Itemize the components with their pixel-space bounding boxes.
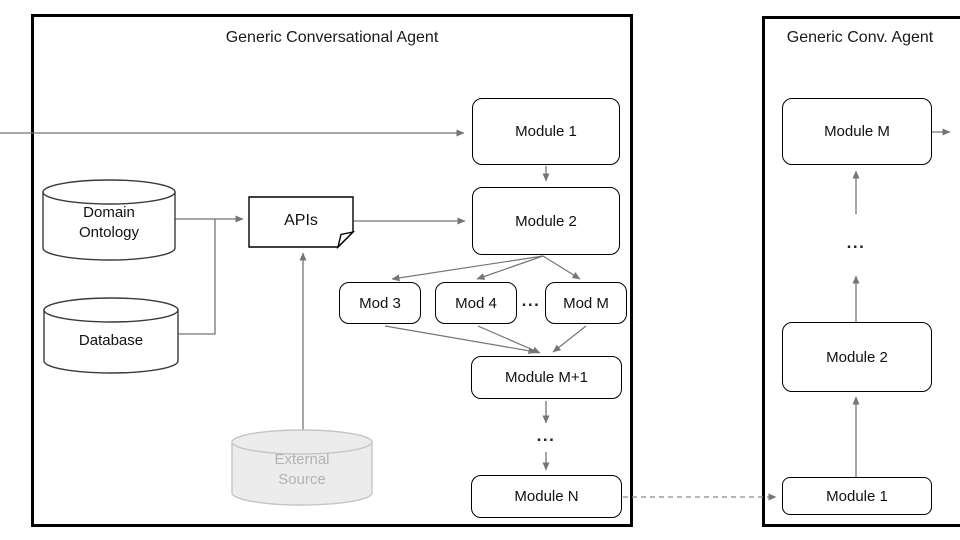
arrow-module2-to-mod3 (391, 255, 544, 282)
ellipsis-right-flow: ... (846, 233, 866, 252)
generic-conv-agent-panel (762, 16, 960, 527)
line-database-elbow (178, 219, 216, 335)
node-mod-3: Mod 3 (339, 282, 421, 324)
node-module-1: Module 1 (472, 98, 620, 165)
node-right-module-m: Module M (782, 98, 932, 165)
domain-ontology-cylinder-icon (42, 179, 176, 261)
arrow-module2-to-mod4 (476, 255, 544, 280)
database-cylinder-icon (43, 297, 179, 374)
generic-conversational-agent-panel (31, 14, 633, 527)
node-right-module-2: Module 2 (782, 322, 932, 392)
node-mod-m: Mod M (545, 282, 627, 324)
arrow-mod3-to-moduleM1 (384, 325, 537, 355)
arrow-modM-to-moduleM1 (552, 325, 587, 353)
domain-ontology-label: Domain Ontology (78, 204, 140, 241)
node-module-2: Module 2 (472, 187, 620, 255)
node-right-module-1: Module 1 (782, 477, 932, 515)
ellipsis-between-mod4-modM: ... (521, 291, 541, 310)
database-label: Database (78, 332, 144, 349)
node-module-n: Module N (471, 475, 622, 518)
apis-label: APIs (284, 212, 318, 229)
external-source-label: External Source (274, 451, 330, 488)
node-mod-4: Mod 4 (435, 282, 517, 324)
arrow-module2-to-modM (542, 255, 581, 280)
right-panel-title: Generic Conv. Agent (786, 29, 934, 46)
apis-document-icon (248, 196, 356, 250)
arrow-mod4-to-moduleM1 (477, 325, 541, 354)
node-module-m-plus-1: Module M+1 (471, 356, 622, 399)
external-source-cylinder-icon (231, 429, 373, 506)
ellipsis-main-flow: ... (536, 426, 556, 445)
main-panel-title: Generic Conversational Agent (225, 29, 439, 46)
